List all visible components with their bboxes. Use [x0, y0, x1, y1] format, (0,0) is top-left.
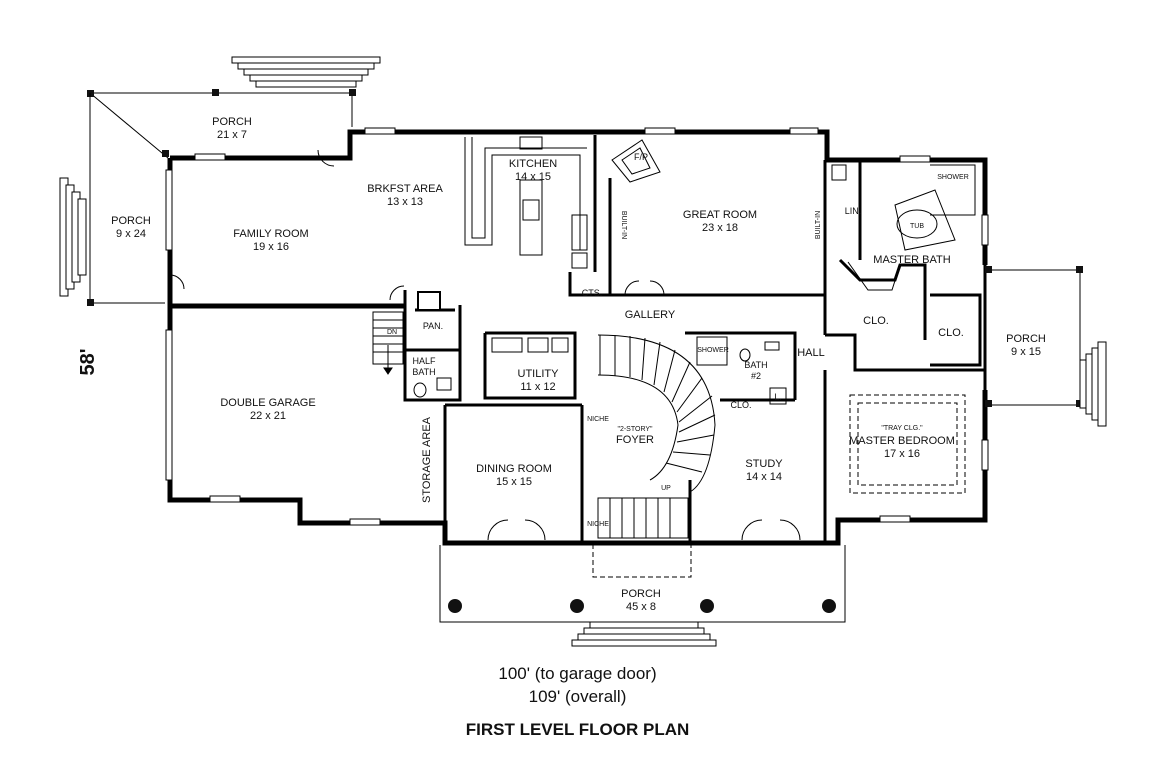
study-name: STUDY: [745, 458, 783, 470]
dining-room-name: DINING ROOM: [476, 463, 552, 475]
foyer-note: "2-STORY": [617, 426, 653, 433]
cts-label: CTS.: [582, 288, 603, 298]
tub-label: TUB: [910, 223, 924, 230]
plan-title: FIRST LEVEL FLOOR PLAN: [465, 720, 690, 739]
bath2-sub: #2: [751, 371, 761, 381]
great-room-name: GREAT ROOM: [683, 209, 757, 221]
double-garage-name: DOUBLE GARAGE: [220, 397, 315, 409]
caption-overall-width: 109' (overall): [528, 687, 627, 706]
l-label: L.: [774, 392, 782, 402]
porch-top-name: PORCH: [212, 116, 252, 128]
dining-room-size: 15 x 15: [496, 476, 532, 488]
kitchen-size: 14 x 15: [515, 171, 551, 183]
room-labels: PORCH 21 x 7 PORCH 9 x 24 FAMILY ROOM 19…: [77, 116, 1046, 613]
side-dimension: 58': [77, 348, 99, 375]
porch-right-size: 9 x 15: [1011, 346, 1041, 358]
shower-master-label: SHOWER: [937, 174, 969, 181]
brkfst-area-size: 13 x 13: [387, 196, 423, 208]
double-garage-size: 22 x 21: [250, 410, 286, 422]
doors: [169, 149, 801, 541]
dn-label: DN: [387, 329, 397, 336]
master-bath-fixtures: [831, 164, 976, 291]
windows: [165, 127, 989, 526]
half-bath-name: HALF: [412, 356, 436, 366]
bath2-name: BATH: [744, 360, 767, 370]
clo-right-label: CLO.: [938, 327, 964, 339]
exterior-walls: [167, 129, 988, 546]
bath2-fixtures: [696, 336, 787, 405]
family-room-size: 19 x 16: [253, 241, 289, 253]
left-porch: [59, 93, 165, 306]
brkfst-area-name: BRKFST AREA: [367, 183, 443, 195]
garage-stairs: [372, 311, 404, 375]
clo-left-label: CLO.: [863, 315, 889, 327]
utility-size: 11 x 12: [520, 381, 555, 393]
utility-fixtures: [491, 337, 569, 353]
family-room-name: FAMILY ROOM: [233, 228, 308, 240]
great-room-size: 23 x 18: [702, 222, 738, 234]
top-porch-steps: [231, 56, 381, 88]
master-bedroom-name: MASTER BEDROOM: [849, 435, 955, 447]
kitchen-counters: [464, 136, 588, 269]
gallery-label: GALLERY: [625, 309, 676, 321]
hall-label: HALL: [797, 347, 825, 359]
kitchen-name: KITCHEN: [509, 158, 557, 170]
front-porch: [439, 544, 846, 647]
clo-hall-label: CLO.: [730, 400, 751, 410]
porch-top-size: 21 x 7: [217, 129, 247, 141]
master-bath-name: MASTER BATH: [873, 254, 950, 266]
porch-front-name: PORCH: [621, 588, 661, 600]
porch-right-name: PORCH: [1006, 333, 1046, 345]
storage-area-label: STORAGE AREA: [421, 416, 433, 503]
built-in-left-label: BUILT-IN: [620, 211, 627, 239]
interior-walls: [170, 135, 985, 543]
niche-top-label: NICHE: [587, 416, 609, 423]
shower-bath2-label: SHOWER: [697, 347, 729, 354]
foyer-name: FOYER: [616, 434, 654, 446]
tray-ceiling: [849, 394, 966, 494]
right-porch: [985, 266, 1107, 427]
curved-staircase: [597, 334, 716, 539]
half-bath-sub: BATH: [412, 367, 435, 377]
caption-garage-width: 100' (to garage door): [498, 664, 657, 683]
built-in-right-label: BUILT-IN: [815, 211, 822, 239]
master-bedroom-note: "TRAY CLG.": [881, 425, 923, 432]
utility-name: UTILITY: [518, 368, 560, 380]
study-size: 14 x 14: [746, 471, 782, 483]
up-label: UP: [661, 485, 671, 492]
pan-label: PAN.: [423, 321, 443, 331]
porch-left-name: PORCH: [111, 215, 151, 227]
lin-label: LIN.: [845, 206, 862, 216]
porch-front-size: 45 x 8: [626, 601, 656, 613]
half-bath-fixtures: [413, 291, 452, 398]
porch-left-size: 9 x 24: [116, 228, 146, 240]
fp-label: F/P: [634, 152, 648, 162]
niche-bottom-label: NICHE: [587, 521, 609, 528]
master-bedroom-size: 17 x 16: [884, 448, 920, 460]
fireplace-icon: [611, 139, 661, 183]
